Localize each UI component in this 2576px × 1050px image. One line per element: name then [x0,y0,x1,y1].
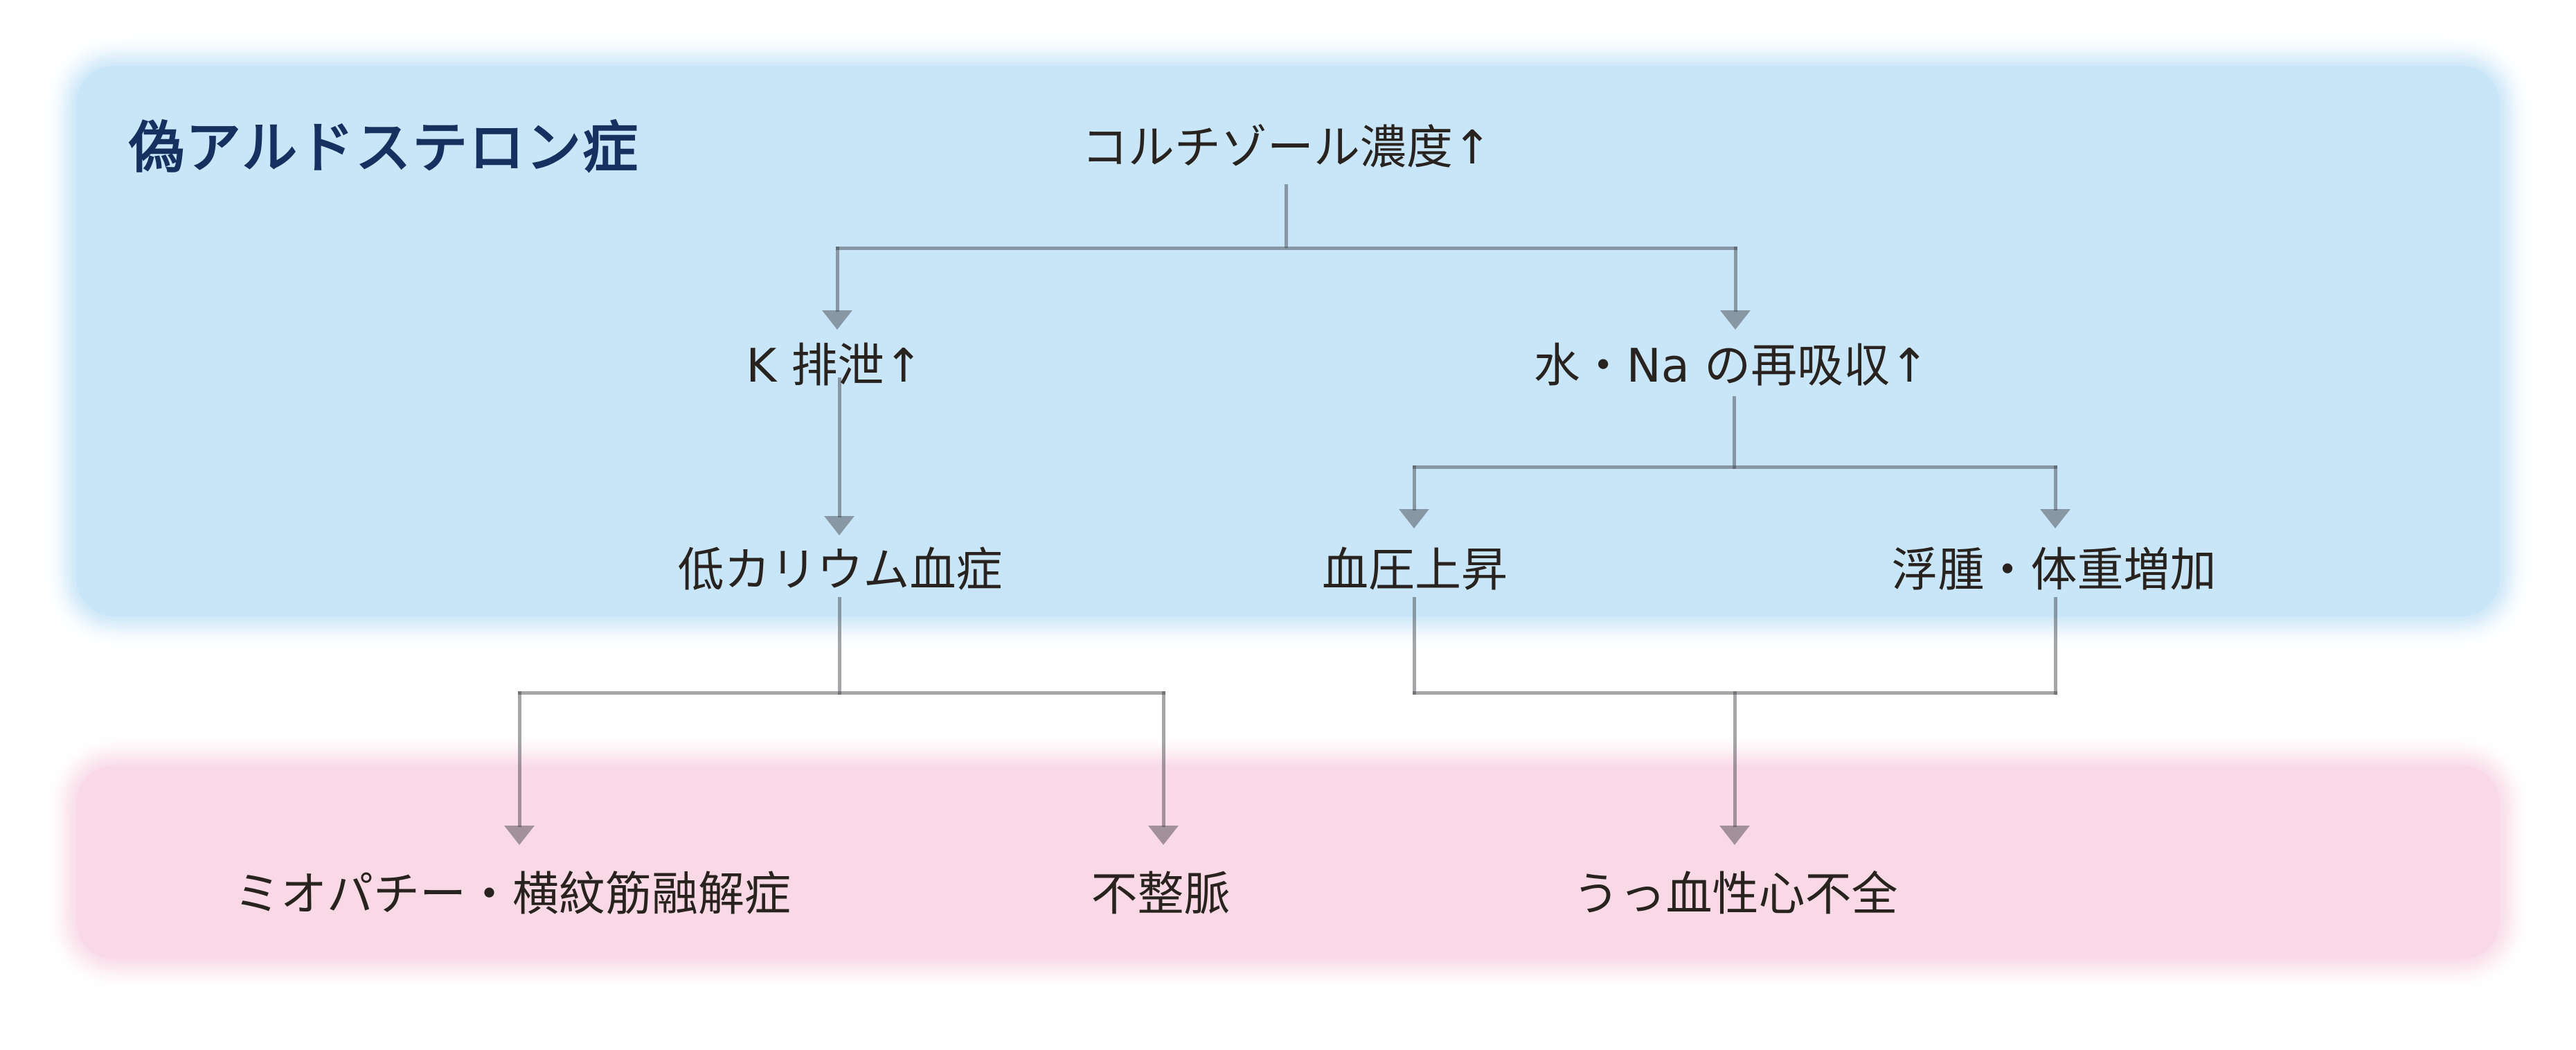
node-water-na-reabsorption: 水・Na の再吸収↑ [1533,339,1929,393]
connector-hypokalemia-stem [838,597,841,695]
node-congestive-heart-failure: うっ血性心不全 [1573,867,1898,921]
arrowhead-to-myopathy [504,826,535,845]
connector-water-na-stem [1733,396,1736,469]
node-blood-pressure-rise: 血圧上昇 [1322,543,1508,597]
connector-drop-to-arrhythmia [1162,691,1165,827]
connector-merge-bar [1413,691,2057,695]
outcome-region-pink [76,765,2500,959]
node-arrhythmia: 不整脈 [1091,867,1231,921]
connector-drop-to-k [836,247,839,312]
node-cortisol-level: コルチゾール濃度↑ [1081,121,1492,175]
connector-drop-to-myopathy [518,691,521,827]
node-k-excretion: K 排泄↑ [746,339,923,393]
connector-k-to-hypokalemia [838,377,841,517]
mechanism-region-blue [76,66,2500,616]
arrowhead-to-water-na [1720,310,1751,330]
connector-drop-to-bp [1413,465,1416,510]
connector-root-branch-bar [836,247,1737,250]
arrowhead-to-hypokalemia [824,516,855,535]
node-edema-weight-gain: 浮腫・体重増加 [1891,543,2217,597]
connector-drop-to-water-na [1734,247,1737,312]
connector-drop-to-edema [2054,465,2057,510]
connector-water-na-branch-bar [1413,465,2057,469]
connector-chf-stem [1733,691,1737,827]
arrowhead-to-edema [2040,509,2070,528]
connector-root-stem [1285,184,1288,248]
arrowhead-to-heart-failure [1719,826,1750,845]
diagram-title: 偽アルドステロン症 [129,116,640,180]
node-hypokalemia: 低カリウム血症 [677,543,1003,597]
arrowhead-to-arrhythmia [1148,826,1179,845]
connector-edema-down [2054,597,2057,695]
arrowhead-to-blood-pressure [1399,509,1429,528]
connector-hypokalemia-branch-bar [518,691,1165,695]
arrowhead-to-k-excretion [822,310,852,330]
connector-bp-down [1413,597,1416,695]
node-myopathy-rhabdomyolysis: ミオパチー・横紋筋融解症 [234,867,791,921]
